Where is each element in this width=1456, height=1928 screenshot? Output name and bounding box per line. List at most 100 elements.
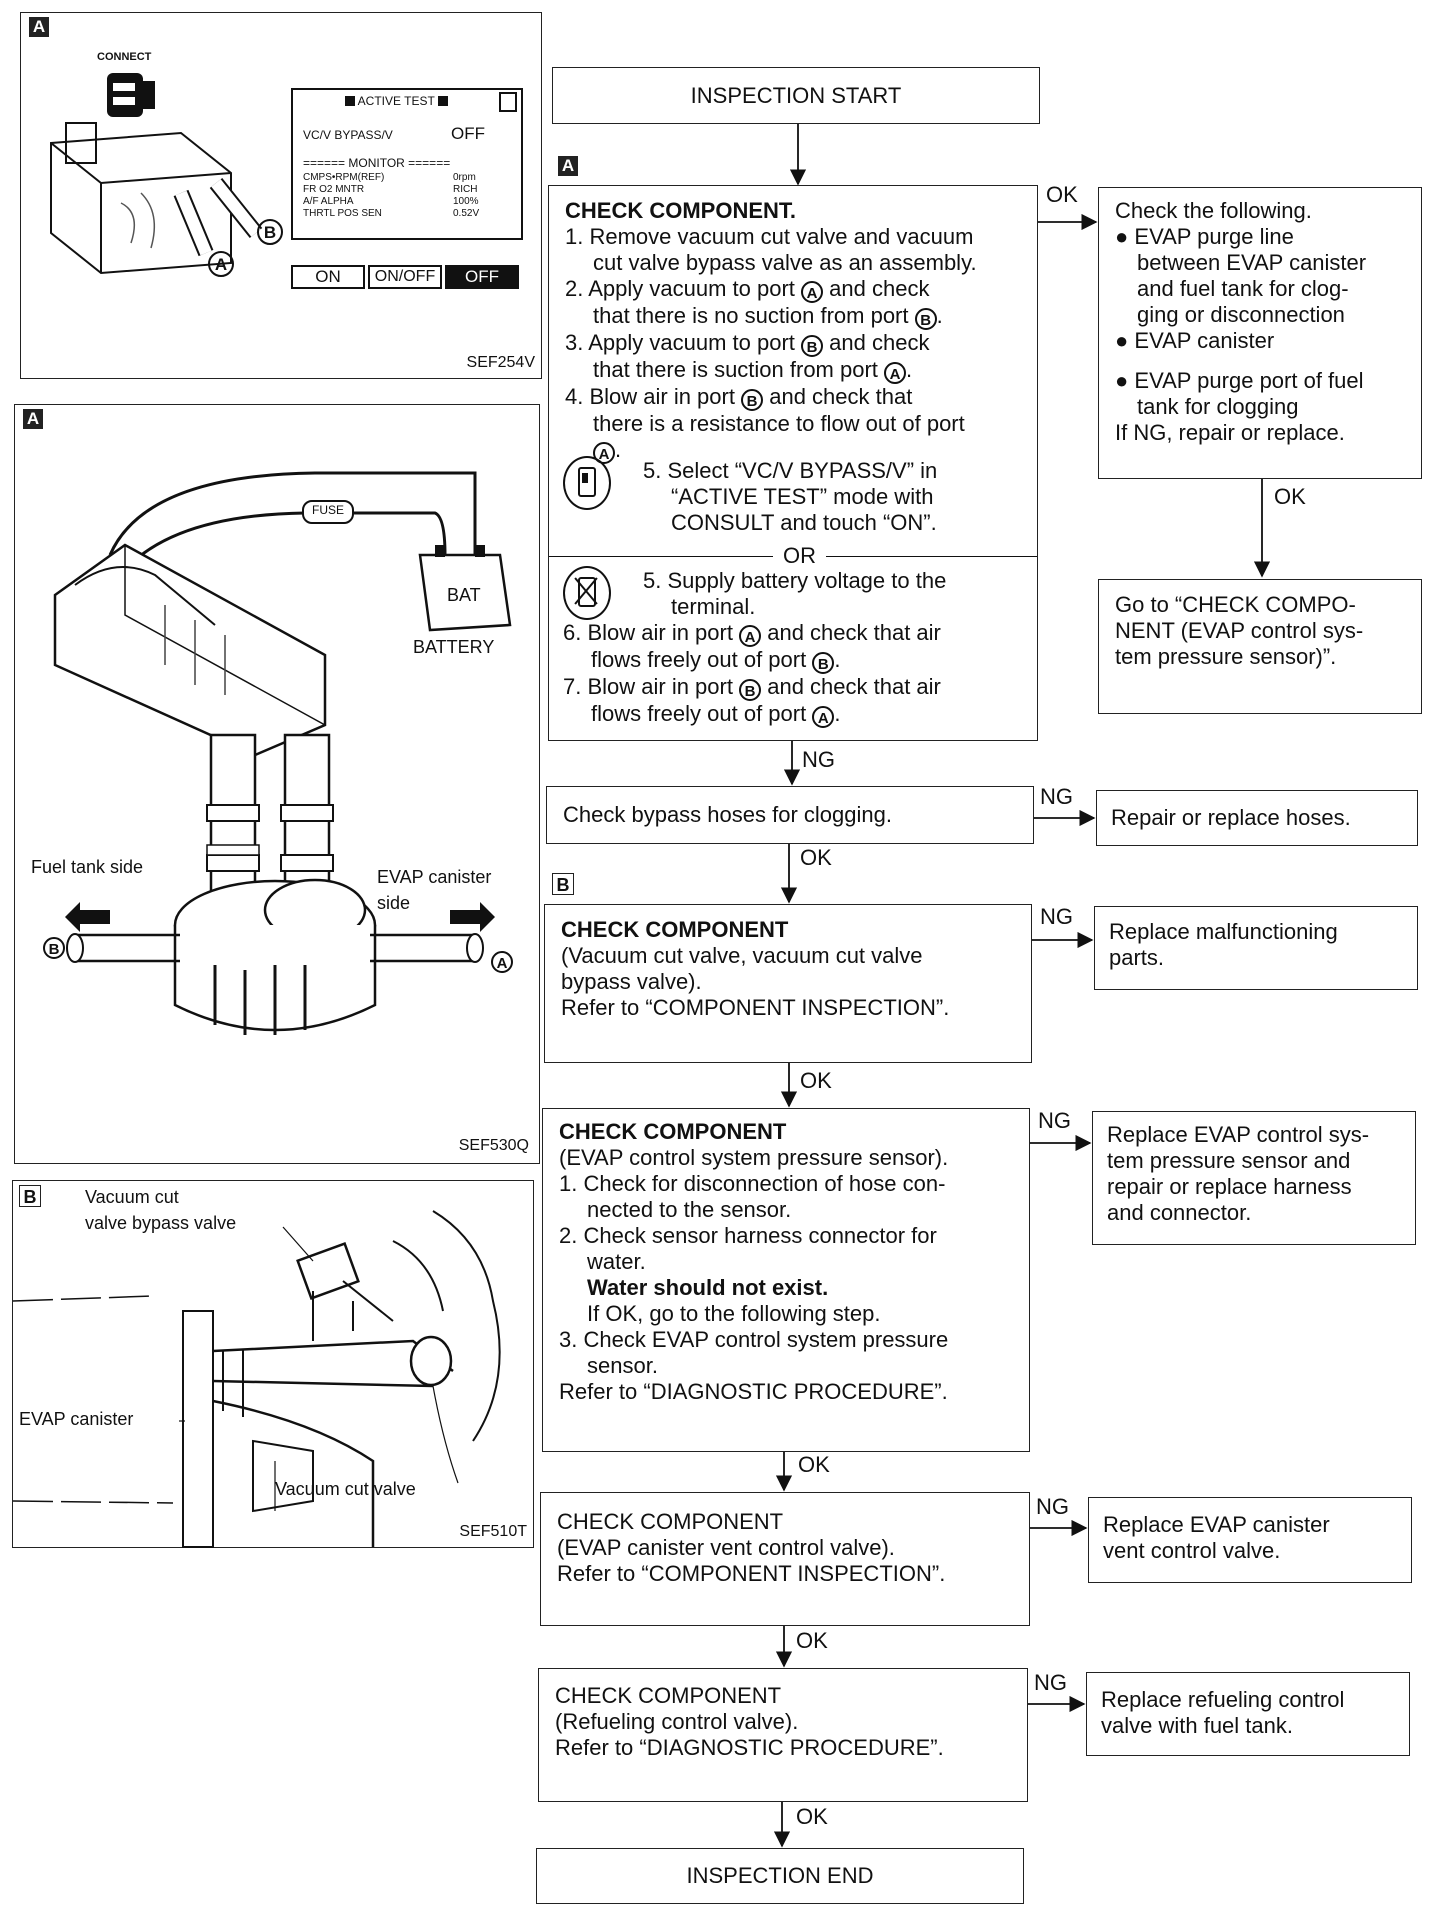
check3-line-9: sensor. <box>587 1353 658 1378</box>
check-component-4: CHECK COMPONENT (EVAP canister vent cont… <box>540 1492 1030 1626</box>
check1-step2a: 2. Apply vacuum to port <box>565 276 795 301</box>
port-b-marker: B <box>257 219 283 245</box>
bullet-evap-canister: ● EVAP canister <box>1115 328 1275 353</box>
check1-step4c: there is a resistance to flow out of por… <box>593 411 965 436</box>
check1-step2: 2. Apply vacuum to port A and check <box>565 276 1029 303</box>
bullet-cont: tank for clogging <box>1137 394 1299 419</box>
check5-line-2: Refer to “DIAGNOSTIC PROCEDURE”. <box>555 1735 944 1760</box>
screen-title-text: ACTIVE TEST <box>357 94 435 108</box>
port-a-marker: A <box>801 281 824 303</box>
engine-bay-illustration <box>13 1210 501 1548</box>
check-component-1: CHECK COMPONENT. 1. Remove vacuum cut va… <box>548 185 1038 741</box>
check2-title: CHECK COMPONENT <box>561 917 789 942</box>
bullet-text: EVAP canister <box>1134 328 1275 353</box>
inspection-start: INSPECTION START <box>552 67 1040 124</box>
check3-content: CHECK COMPONENT (EVAP control system pre… <box>559 1119 948 1405</box>
check1-battery-option: 5. Supply battery voltage to the termina… <box>643 568 946 620</box>
check4-line-1: (EVAP canister vent control valve). <box>557 1535 895 1560</box>
check1-step3a: 3. Apply vacuum to port <box>565 330 795 355</box>
port-a-marker: A <box>884 362 907 384</box>
check3-line-8: 3. Check EVAP control system pressure <box>559 1327 949 1352</box>
check1-consult-option: 5. Select “VC/V BYPASS/V” in “ACTIVE TES… <box>643 458 937 536</box>
ng-label: NG <box>802 747 835 772</box>
check1-title: CHECK COMPONENT. <box>565 198 797 223</box>
port-b-marker: B <box>801 335 824 357</box>
on-button[interactable]: ON <box>291 265 365 289</box>
check1-step2b: and check <box>829 276 930 301</box>
monitor-header: ====== MONITOR ====== <box>303 156 451 170</box>
goto-line-2: NENT (EVAP control sys- <box>1115 618 1364 643</box>
replace-sensor-box: Replace EVAP control sys- tem pressure s… <box>1092 1111 1416 1245</box>
repair-note: If NG, repair or replace. <box>1115 420 1345 445</box>
figure-panel-engine-bay: B Vacuum cut valve bypass valve EVAP can… <box>12 1180 534 1548</box>
consult-tester-icon <box>563 456 611 510</box>
check1-step6b: and check that air <box>767 620 941 645</box>
check1-step4a: 4. Blow air in port <box>565 384 735 409</box>
vacuum-cut-bypass-label-2: valve bypass valve <box>85 1213 237 1233</box>
replace-vent-line-1: Replace EVAP canister <box>1103 1512 1330 1537</box>
replace-refuel-content: Replace refueling control valve with fue… <box>1101 1687 1344 1739</box>
vacuum-cut-bypass-label-1: Vacuum cut <box>85 1187 179 1207</box>
step-tag-b: B <box>552 873 574 895</box>
ok-label: OK <box>796 1628 828 1653</box>
off-button[interactable]: OFF <box>445 265 519 289</box>
check1-step7a: 7. Blow air in port <box>563 674 733 699</box>
monitor-name: THRTL POS SEN <box>303 208 382 219</box>
bullet-purge-line: ● EVAP purge line <box>1115 224 1294 249</box>
check-following-content: Check the following. ● EVAP purge line b… <box>1115 198 1366 446</box>
bat-label: BAT <box>447 585 481 605</box>
ok-label: OK <box>1046 182 1078 207</box>
screen-buttons: ON ON/OFF OFF <box>291 265 519 289</box>
check3-line-3: nected to the sensor. <box>587 1197 792 1222</box>
no-tools-icon <box>563 566 611 620</box>
check1-step2c: that there is no suction from port <box>593 303 909 328</box>
bypass-label: Check bypass hoses for clogging. <box>563 802 892 827</box>
replace-parts-line-1: Replace malfunctioning <box>1109 919 1338 944</box>
on-off-button[interactable]: ON/OFF <box>368 265 442 289</box>
ok-label: OK <box>1274 484 1306 509</box>
check1-step6a: 6. Blow air in port <box>563 620 733 645</box>
bullet-cont: ging or disconnection <box>1137 302 1345 327</box>
replace-parts-content: Replace malfunctioning parts. <box>1109 919 1338 971</box>
monitor-name: CMPS•RPM(REF) <box>303 172 385 183</box>
check1-step2c-line: that there is no suction from port B. <box>593 303 943 330</box>
check4-title: CHECK COMPONENT <box>557 1509 784 1534</box>
replace-refuel-box: Replace refueling control valve with fue… <box>1086 1672 1410 1756</box>
check1-step3c-line: that there is suction from port A. <box>593 357 913 384</box>
ok-label: OK <box>796 1804 828 1829</box>
check1-step7: 7. Blow air in port B and check that air <box>563 674 941 701</box>
check3-title: CHECK COMPONENT <box>559 1119 787 1144</box>
connect-label: CONNECT <box>97 51 152 63</box>
print-icon <box>499 92 517 112</box>
bullet-text: EVAP purge port of fuel <box>1134 368 1364 393</box>
replace-sensor-line-2: tem pressure sensor and <box>1107 1148 1351 1173</box>
or-label: OR <box>773 543 826 569</box>
check3-line-1: (EVAP control system pressure sensor). <box>559 1145 949 1170</box>
check-component-5: CHECK COMPONENT (Refueling control valve… <box>538 1668 1028 1802</box>
ng-label: NG <box>1040 904 1073 929</box>
replace-sensor-line-3: repair or replace harness <box>1107 1174 1352 1199</box>
check1-step3b: and check <box>829 330 930 355</box>
bullet-cont: and fuel tank for clog- <box>1137 276 1349 301</box>
replace-sensor-content: Replace EVAP control sys- tem pressure s… <box>1107 1122 1369 1226</box>
check2-line-1: (Vacuum cut valve, vacuum cut valve <box>561 943 923 968</box>
check1-step5c: CONSULT and touch “ON”. <box>671 510 937 535</box>
item-value: OFF <box>451 124 485 143</box>
check1-step5a: 5. Select “VC/V BYPASS/V” in <box>643 458 938 483</box>
replace-sensor-line-1: Replace EVAP control sys- <box>1107 1122 1370 1147</box>
check3-line-10: Refer to “DIAGNOSTIC PROCEDURE”. <box>559 1379 948 1404</box>
inspection-end-label: INSPECTION END <box>686 1863 874 1888</box>
panel-tag: A <box>23 409 43 429</box>
goto-pressure-sensor-box: Go to “CHECK COMPO- NENT (EVAP control s… <box>1098 579 1422 714</box>
fuse-label: FUSE <box>312 503 345 517</box>
port-b-marker: B <box>739 679 762 701</box>
check1-step3c: that there is suction from port <box>593 357 878 382</box>
port-a-marker: A <box>208 251 234 277</box>
check1-step1a: 1. Remove vacuum cut valve and vacuum <box>565 224 974 249</box>
check1-step7c: flows freely out of port <box>591 701 807 726</box>
check-bypass-hoses: Check bypass hoses for clogging. <box>546 786 1034 844</box>
panel-tag: A <box>29 17 49 37</box>
